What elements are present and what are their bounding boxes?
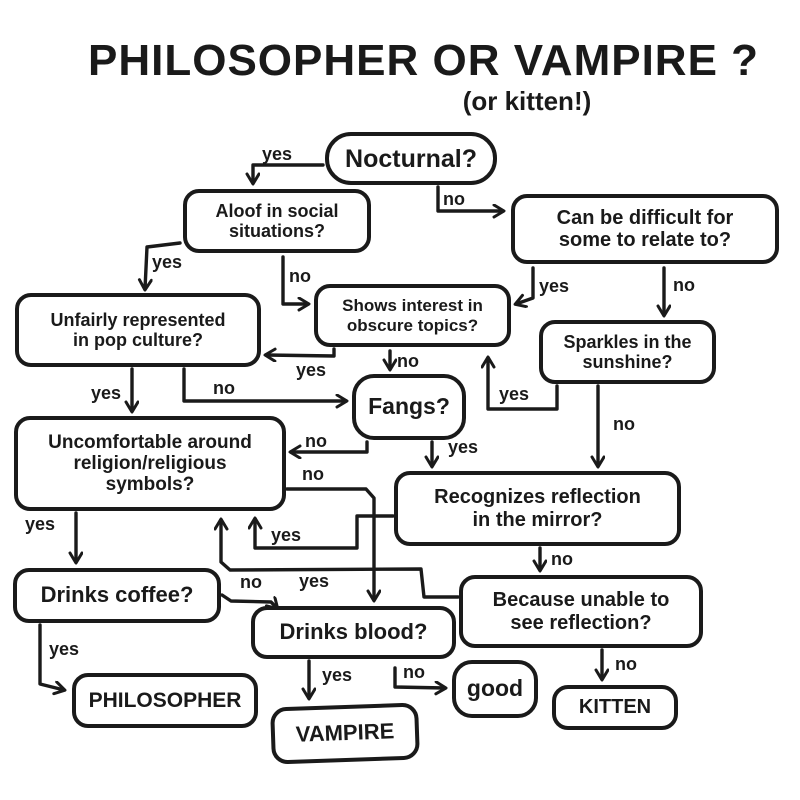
node-nocturnal: Nocturnal? [325, 132, 497, 185]
node-result-good: good [452, 660, 538, 718]
node-unable-see-reflection: Because unable to see reflection? [459, 575, 703, 648]
edge-unfairly-no-fangs [182, 367, 346, 401]
label-fangs-yes: yes [448, 437, 479, 457]
label-blood-yes: yes [322, 665, 353, 685]
label-nocturnal-no: no [443, 189, 465, 209]
edge-obscure-yes-unfairly [266, 347, 336, 356]
node-religion-symbols: Uncomfortable around religion/religious … [14, 416, 286, 511]
label-obscure-yes: yes [296, 360, 327, 380]
label-mirror-yes: yes [271, 525, 302, 545]
node-fangs: Fangs? [352, 374, 466, 440]
label-fangs-no: no [305, 431, 327, 451]
node-obscure-topics: Shows interest in obscure topics? [314, 284, 511, 347]
label-aloof-no: no [289, 266, 311, 286]
edge-mirror-yes-religion [255, 514, 395, 550]
edge-aloof-no-obscure [281, 255, 308, 304]
node-difficult-relate: Can be difficult for some to relate to? [511, 194, 779, 264]
edge-difficult-yes-obscure [516, 266, 535, 304]
page-subtitle: (or kitten!) [462, 86, 592, 116]
node-sparkles-sunshine: Sparkles in the sunshine? [539, 320, 716, 384]
edge-coffee-yes-philosopher [38, 623, 64, 690]
label-nocturnal-yes: yes [262, 144, 293, 164]
label-coffee-no: no [240, 572, 262, 592]
node-result-kitten: KITTEN [552, 685, 678, 730]
label-unfairly-no: no [213, 378, 235, 398]
label-difficult-no: no [673, 275, 695, 295]
edge-blood-no-good [393, 666, 445, 688]
page-title: PHILOSOPHER OR VAMPIRE ? [88, 36, 760, 85]
node-result-philosopher: PHILOSOPHER [72, 673, 258, 728]
edge-nocturnal-yes-aloof [253, 163, 325, 183]
label-sparkles-yes: yes [499, 384, 530, 404]
edge-aloof-yes-unfairly [145, 241, 182, 289]
edge-fangs-no-religion [291, 440, 369, 452]
node-aloof-social: Aloof in social situations? [183, 189, 371, 253]
edge-coffee-no-blood [220, 593, 277, 608]
edge-sparkles-yes-obscure [488, 358, 559, 411]
edge-unable-yes-religion [221, 520, 460, 599]
node-result-vampire: VAMPIRE [270, 702, 420, 765]
label-religion-yes: yes [25, 514, 56, 534]
label-unfairly-yes: yes [91, 383, 122, 403]
label-unable-no: no [615, 654, 637, 674]
edge-religion-no-blood [285, 487, 374, 600]
label-difficult-yes: yes [539, 276, 570, 296]
node-unfairly-pop-culture: Unfairly represented in pop culture? [15, 293, 261, 367]
label-blood-no: no [403, 662, 425, 682]
node-drinks-blood: Drinks blood? [251, 606, 456, 659]
label-unable-yes: yes [299, 571, 330, 591]
label-sparkles-no: no [613, 414, 635, 434]
label-religion-no: no [302, 464, 324, 484]
label-coffee-yes: yes [49, 639, 80, 659]
label-obscure-no: no [397, 351, 419, 371]
label-aloof-yes: yes [152, 252, 183, 272]
node-drinks-coffee: Drinks coffee? [13, 568, 221, 623]
label-mirror-no: no [551, 549, 573, 569]
node-mirror-reflection: Recognizes reflection in the mirror? [394, 471, 681, 546]
edge-nocturnal-no-difficult [436, 185, 503, 211]
